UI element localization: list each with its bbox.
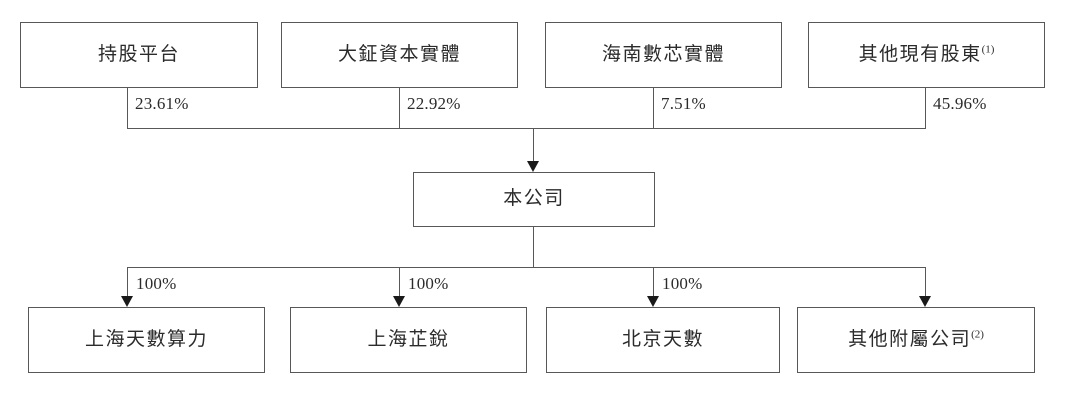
lower-bus-line xyxy=(127,267,926,268)
subsidiary-box-1: 上海天數算力 xyxy=(28,307,265,373)
subsidiary-label-1: 上海天數算力 xyxy=(84,328,208,350)
subsidiary-label-4-text: 其他附屬公司 xyxy=(848,328,972,350)
connector-stem-shareholder-3 xyxy=(653,88,654,128)
shareholder-label-2: 大鉦資本實體 xyxy=(337,43,461,65)
shareholder-label-1: 持股平台 xyxy=(97,43,180,65)
arrow-head-subsidiary-1 xyxy=(121,296,133,307)
company-box: 本公司 xyxy=(413,172,655,227)
percent-label-subsidiary-1: 100% xyxy=(136,274,177,293)
shareholder-box-1: 持股平台 xyxy=(20,22,258,88)
shareholder-box-4: 其他現有股東(1) xyxy=(808,22,1045,88)
connector-stem-subsidiary-2 xyxy=(399,267,400,296)
percent-label-subsidiary-2: 100% xyxy=(408,274,449,293)
percent-label-shareholder-2: 22.92% xyxy=(407,94,461,113)
subsidiary-box-4: 其他附屬公司(2) xyxy=(797,307,1035,373)
arrow-head-subsidiary-2 xyxy=(393,296,405,307)
arrow-head-subsidiary-4 xyxy=(919,296,931,307)
arrow-head-to-company xyxy=(527,161,539,172)
connector-bus-to-company xyxy=(533,128,534,161)
shareholder-label-4: 其他現有股東(1) xyxy=(859,44,995,67)
percent-label-subsidiary-3: 100% xyxy=(662,274,703,293)
arrow-head-subsidiary-3 xyxy=(647,296,659,307)
company-label: 本公司 xyxy=(503,188,565,210)
shareholder-box-3: 海南數芯實體 xyxy=(545,22,782,88)
percent-label-shareholder-3: 7.51% xyxy=(661,94,706,113)
shareholder-label-4-text: 其他現有股東 xyxy=(858,43,982,65)
shareholder-footnote-1: (1) xyxy=(981,43,995,56)
subsidiary-box-3: 北京天數 xyxy=(546,307,780,373)
connector-stem-shareholder-1 xyxy=(127,88,128,128)
shareholder-label-3: 海南數芯實體 xyxy=(601,43,725,65)
percent-label-shareholder-4: 45.96% xyxy=(933,94,987,113)
subsidiary-label-3: 北京天數 xyxy=(621,328,704,350)
connector-stem-subsidiary-1 xyxy=(127,267,128,296)
shareholder-box-2: 大鉦資本實體 xyxy=(281,22,518,88)
connector-stem-shareholder-2 xyxy=(399,88,400,128)
percent-label-shareholder-1: 23.61% xyxy=(135,94,189,113)
connector-company-to-lower-bus xyxy=(533,227,534,267)
connector-stem-subsidiary-4 xyxy=(925,267,926,296)
connector-stem-shareholder-4 xyxy=(925,88,926,128)
subsidiary-box-2: 上海芷銳 xyxy=(290,307,527,373)
subsidiary-label-4: 其他附屬公司(2) xyxy=(848,329,984,352)
subsidiary-footnote-2: (2) xyxy=(971,328,984,341)
subsidiary-label-2: 上海芷銳 xyxy=(367,328,450,350)
upper-bus-line xyxy=(127,128,926,129)
connector-stem-subsidiary-3 xyxy=(653,267,654,296)
